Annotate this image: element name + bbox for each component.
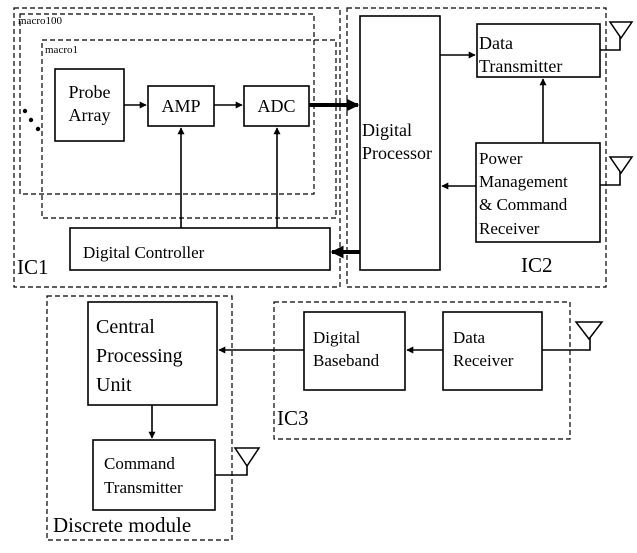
ic3-label: IC3 <box>277 406 309 430</box>
command-transmitter-label-1: Command <box>104 454 175 473</box>
digital-controller-label: Digital Controller <box>83 243 205 262</box>
probe-array-label-2: Array <box>69 105 111 125</box>
adc-block <box>243 85 310 127</box>
cpu-label-1: Central <box>96 316 155 338</box>
digital-controller-block <box>69 227 331 271</box>
ic2-label: IC2 <box>521 253 553 277</box>
digital-baseband-label-1: Digital <box>313 328 360 347</box>
discrete-module-label: Discrete module <box>53 513 191 537</box>
cpu-label-2: Processing <box>96 345 183 367</box>
digital-baseband-label-2: Baseband <box>313 351 380 370</box>
command-transmitter-label-2: Transmitter <box>104 478 183 497</box>
digital-processor-label-2: Processor <box>362 143 432 163</box>
adc-label: ADC <box>257 96 295 116</box>
ic1-boundary <box>13 7 341 288</box>
data-transmitter-block <box>476 23 601 78</box>
macro100-label: macro100 <box>18 15 62 27</box>
antenna-icon <box>542 321 604 351</box>
amp-block <box>147 85 215 127</box>
digital-baseband-block <box>303 311 406 391</box>
amp-label: AMP <box>161 96 200 116</box>
ic1-label: IC1 <box>17 255 49 279</box>
data-transmitter-label-2: Transmitter <box>479 56 562 76</box>
power-management-label-4: Receiver <box>479 219 540 238</box>
macro1-boundary <box>41 39 337 219</box>
digital-processor-label-1: Digital <box>362 120 412 140</box>
cpu-label-3: Unit <box>96 374 132 396</box>
antenna-icon <box>600 21 634 51</box>
data-transmitter-label-1: Data <box>479 33 513 53</box>
macro1-label: macro1 <box>45 44 78 56</box>
digital-processor-block <box>359 15 441 271</box>
command-transmitter-block <box>92 439 216 511</box>
ic3-boundary <box>273 301 571 440</box>
discrete-module-boundary <box>46 295 233 541</box>
data-receiver-block <box>442 311 543 391</box>
cpu-block <box>87 301 218 406</box>
ellipsis-dots-icon <box>22 108 41 132</box>
power-management-block <box>475 142 601 243</box>
antenna-icon <box>600 156 634 186</box>
power-management-label-2: Management <box>479 172 568 191</box>
probe-array-label-1: Probe <box>69 82 111 102</box>
data-receiver-label-2: Receiver <box>453 351 514 370</box>
power-management-label-1: Power <box>479 149 523 168</box>
antenna-icon <box>215 447 261 476</box>
probe-array-block <box>54 68 125 142</box>
ic2-boundary <box>346 7 607 288</box>
power-management-label-3: & Command <box>479 195 568 214</box>
data-receiver-label-1: Data <box>453 328 486 347</box>
